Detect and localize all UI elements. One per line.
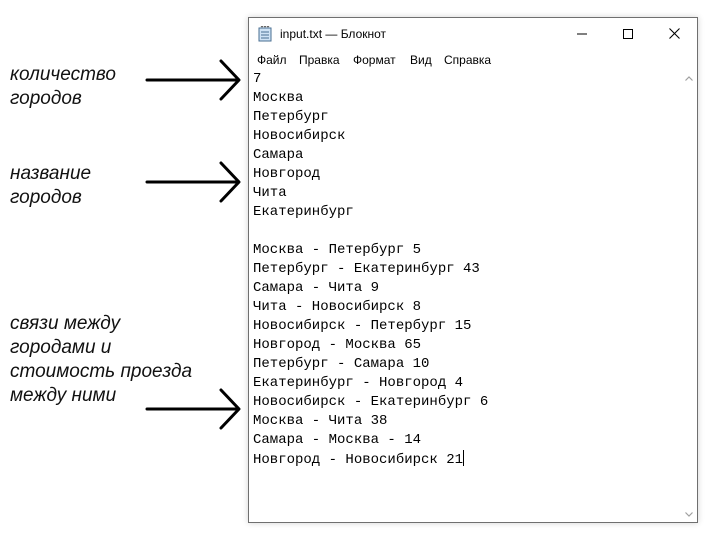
annotation-line: количество <box>10 64 116 85</box>
maximize-icon <box>623 28 633 39</box>
annotation-city-names: название городов <box>10 162 140 210</box>
notepad-icon <box>258 26 272 42</box>
scroll-down-button[interactable] <box>681 506 697 522</box>
editor-line: Москва - Петербург 5 <box>253 242 422 258</box>
editor-line: Новгород - Москва 65 <box>253 337 422 353</box>
close-icon <box>668 28 680 39</box>
editor-line: Москва - Чита 38 <box>253 413 388 429</box>
annotation-line: между ними <box>10 385 117 406</box>
annotation-city-links: связи между городами и стоимость проезда… <box>10 312 230 408</box>
editor-line: Петербург - Самара 10 <box>253 356 430 372</box>
notepad-window: input.txt — Блокнот Файл Правка <box>248 17 698 523</box>
editor-line: Петербург <box>253 109 329 125</box>
editor-line: Самара - Чита 9 <box>253 280 380 296</box>
annotation-line: стоимость проезда <box>10 361 193 382</box>
editor-line: Москва <box>253 90 304 106</box>
text-editor[interactable]: 7 Москва Петербург Новосибирск Самара Но… <box>249 70 681 522</box>
arrow-icon <box>145 161 241 203</box>
menu-file[interactable]: Файл <box>257 53 287 67</box>
editor-line: Екатеринбург - Новгород 4 <box>253 375 464 391</box>
annotation-line: название <box>10 163 92 184</box>
annotation-city-count: количество городов <box>10 63 132 111</box>
minimize-icon <box>577 33 587 34</box>
annotation-line: городами и <box>10 337 112 358</box>
menu-format[interactable]: Формат <box>353 53 396 67</box>
chevron-up-icon <box>685 75 693 81</box>
editor-line: Новгород - Новосибирск 21 <box>253 452 464 468</box>
title-bar[interactable]: input.txt — Блокнот <box>249 18 697 49</box>
editor-line: Новосибирск <box>253 128 346 144</box>
editor-line: Самара <box>253 147 304 163</box>
editor-line: Новосибирск - Екатеринбург 6 <box>253 394 489 410</box>
minimize-button[interactable] <box>559 18 605 49</box>
close-button[interactable] <box>651 18 697 49</box>
editor-line: 7 <box>253 71 262 87</box>
window-title: input.txt — Блокнот <box>280 27 387 41</box>
editor-line: Самара - Москва - 14 <box>253 432 422 448</box>
vertical-scrollbar[interactable] <box>681 70 697 522</box>
editor-line: Екатеринбург <box>253 204 354 220</box>
editor-content[interactable]: 7 Москва Петербург Новосибирск Самара Но… <box>253 70 488 470</box>
annotation-line: городов <box>10 187 82 208</box>
editor-line: Новосибирск - Петербург 15 <box>253 318 472 334</box>
arrow-icon <box>145 59 241 101</box>
scroll-up-button[interactable] <box>681 70 697 86</box>
menu-help[interactable]: Справка <box>444 53 492 67</box>
menu-bar: Файл Правка Формат Вид Справка <box>249 49 697 69</box>
text-caret <box>463 450 465 466</box>
annotation-line: связи между <box>10 313 121 334</box>
editor-line: Чита - Новосибирск 8 <box>253 299 422 315</box>
annotation-line: городов <box>10 88 82 109</box>
chevron-down-icon <box>685 511 693 517</box>
menu-view[interactable]: Вид <box>410 53 432 67</box>
editor-line: Чита <box>253 185 287 201</box>
editor-line: Новгород <box>253 166 321 182</box>
editor-line: Петербург - Екатеринбург 43 <box>253 261 480 277</box>
menu-edit[interactable]: Правка <box>299 53 340 67</box>
maximize-button[interactable] <box>605 18 651 49</box>
